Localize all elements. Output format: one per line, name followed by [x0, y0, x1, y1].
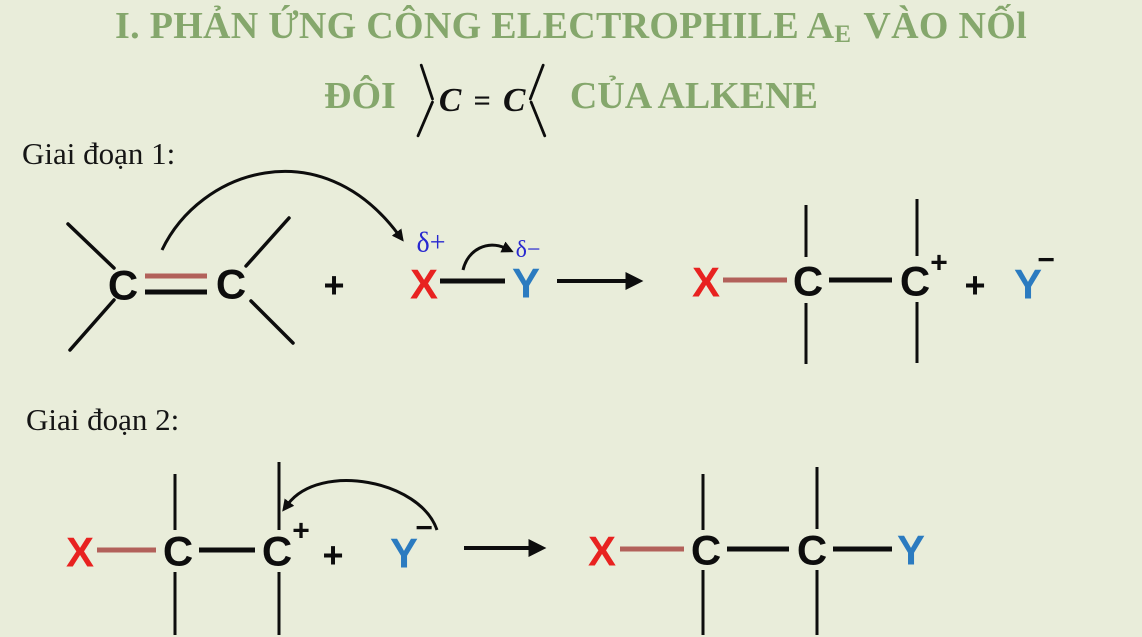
title-subscript-E: E — [834, 21, 852, 48]
title-line2-end: CỦA ALKENE — [569, 74, 818, 117]
reactant2-y-charge: − — [415, 512, 433, 545]
product2-x-label: X — [588, 528, 616, 575]
reactant2-carbocation-charge: + — [292, 515, 310, 548]
title-line1-end: VÀO NỐl — [863, 5, 1027, 47]
formula-slash-lower-right — [529, 100, 546, 138]
reactant2-x-label: X — [66, 529, 94, 576]
alkene-bond-lower-left — [68, 298, 116, 352]
stage1-label: Giai đoạn 1: — [22, 136, 176, 171]
alkene-bond-upper-right — [244, 216, 291, 268]
product1-carbon-right: C — [900, 258, 930, 305]
formula-carbon-right: C — [503, 82, 526, 119]
alkene-bond-lower-right — [249, 299, 295, 345]
formula-slash-upper-left — [419, 63, 434, 101]
product2-carbon-left: C — [691, 527, 721, 574]
formula-slash-lower-left — [416, 100, 434, 138]
product2-carbon-right: C — [797, 527, 827, 574]
title-line-2: ĐÔI C = C CỦA ALKENE — [0, 52, 1142, 139]
formula-equals: = — [473, 84, 490, 118]
delta-plus-label: δ+ — [417, 228, 446, 259]
formula-slash-upper-right — [528, 63, 545, 101]
reactant2-carbon-right: C — [262, 528, 292, 575]
alkene-carbon-left: C — [108, 262, 138, 309]
product1-y-label: Y — [1014, 261, 1042, 308]
product1-y-charge: − — [1037, 244, 1055, 277]
title-line2-start: ĐÔI — [324, 74, 396, 117]
electron-arrow-xy — [461, 241, 514, 271]
reagent-y-label: Y — [512, 260, 540, 307]
stage2-label: Giai đoạn 2: — [26, 402, 180, 437]
electron-arrow-stage1 — [160, 169, 404, 251]
electron-arrow-stage2 — [282, 479, 439, 531]
product1-x-label: X — [692, 259, 720, 306]
title-line1-main: I. PHẢN ỨNG CÔNG ELECTROPHILE A — [115, 5, 835, 47]
stage1-plus-sign: + — [323, 265, 344, 306]
reactant2-y-label: Y — [390, 530, 418, 577]
product1-plus-sign: + — [964, 265, 985, 306]
product2-y-label: Y — [897, 527, 925, 574]
reagent-x-label: X — [410, 261, 438, 308]
alkene-bond-upper-left — [66, 222, 116, 270]
product1-carbocation-charge: + — [930, 247, 948, 280]
delta-minus-label: δ− — [516, 237, 541, 263]
formula-carbon-left: C — [439, 82, 462, 119]
product1-carbon-left: C — [793, 258, 823, 305]
reactant2-carbon-left: C — [163, 528, 193, 575]
title-cc-formula: C = C — [416, 63, 546, 138]
stage2-plus-sign: + — [322, 535, 343, 576]
alkene-carbon-right: C — [216, 261, 246, 308]
